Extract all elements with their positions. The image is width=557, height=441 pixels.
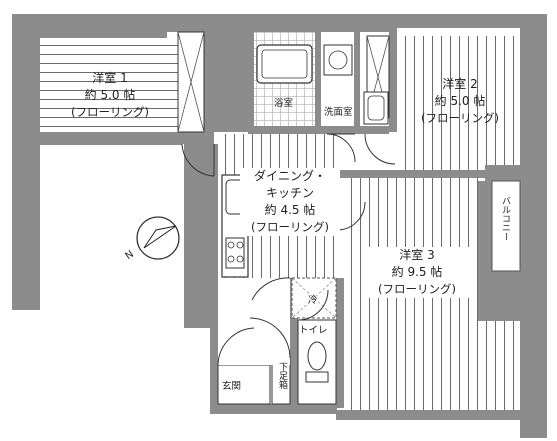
dk-name-1: ダイニング・ xyxy=(240,168,340,185)
label-toilet: トイレ xyxy=(299,325,328,336)
dk-name-2: キッチン xyxy=(240,185,340,202)
label-western-3: 洋室 3 約 9.5 帖 (フローリング) xyxy=(362,247,472,298)
western-3-floor: (フローリング) xyxy=(362,281,472,298)
label-entrance: 玄関 xyxy=(222,381,242,392)
western-2-size: 約 5.0 帖 xyxy=(434,94,486,108)
washing-machine xyxy=(323,44,353,76)
walls xyxy=(12,14,547,438)
entrance-floor xyxy=(217,364,271,405)
western-2-name: 洋室 2 xyxy=(442,77,478,91)
room-western-2-floor xyxy=(397,36,485,170)
fridge-space xyxy=(291,277,337,319)
western-3-name: 洋室 3 xyxy=(362,247,472,264)
western-1-name: 洋室 1 xyxy=(92,71,128,85)
label-dk: ダイニング・ キッチン 約 4.5 帖 (フローリング) xyxy=(240,168,340,236)
label-washroom: 洗面室 xyxy=(324,107,353,118)
doors xyxy=(181,133,396,366)
stove xyxy=(225,237,245,269)
dk-floor: (フローリング) xyxy=(240,219,340,236)
toilet-bowl xyxy=(307,341,327,371)
western-1-floor: (フローリング) xyxy=(71,105,149,119)
label-western-2: 洋室 2 約 5.0 帖 (フローリング) xyxy=(405,76,515,127)
balcony-area xyxy=(491,180,521,272)
label-western-1: 洋室 1 約 5.0 帖 (フローリング) xyxy=(55,70,165,121)
dk-size: 約 4.5 帖 xyxy=(240,202,340,219)
north-arrow xyxy=(136,216,180,260)
western-2-floor: (フローリング) xyxy=(421,111,499,125)
western-3-size: 約 9.5 帖 xyxy=(362,264,472,281)
label-bath: 浴室 xyxy=(274,98,294,109)
label-balcony: バルコニー xyxy=(500,196,510,241)
label-fridge: 冷 xyxy=(308,295,318,306)
western-1-size: 約 5.0 帖 xyxy=(84,88,136,102)
room-western-1-floor xyxy=(40,38,178,132)
label-shoe-cabinet: 下足箱 xyxy=(277,362,287,389)
